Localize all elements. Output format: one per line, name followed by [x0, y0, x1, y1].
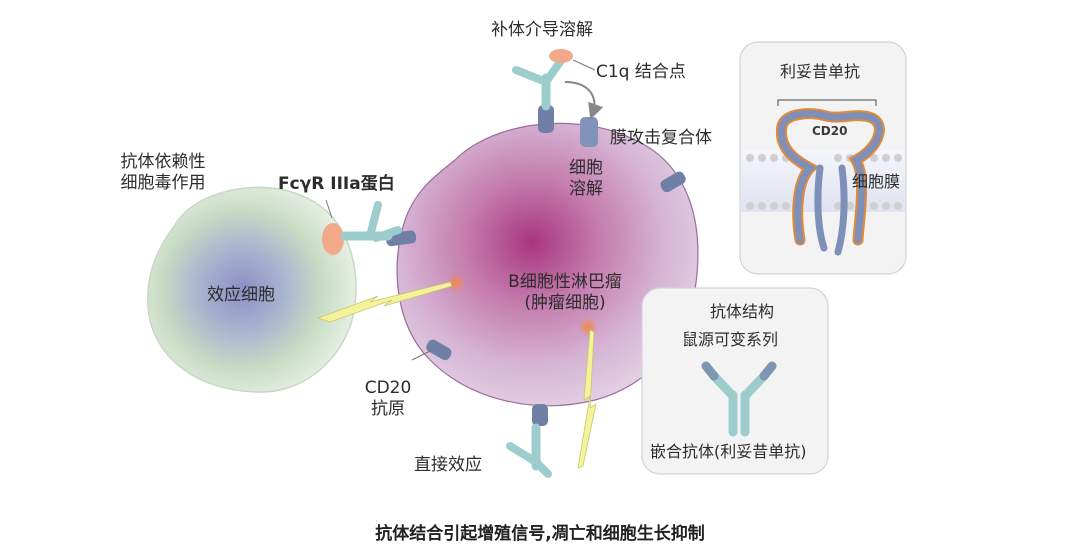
panel-rituximab-title: 利妥昔单抗	[780, 62, 861, 81]
panel-membrane-label: 细胞膜	[852, 172, 901, 191]
label-cd20-antigen: CD20 抗原	[362, 378, 414, 420]
fcyr-receptor	[322, 223, 344, 255]
arrow-icon	[564, 81, 604, 120]
label-tumor-cell: B细胞性淋巴瘤 (肿瘤细胞)	[490, 272, 640, 314]
label-adcc: 抗体依赖性 细胞毒作用	[100, 152, 226, 194]
membrane-attack-complex	[580, 117, 598, 147]
panel-structure-title: 抗体结构	[710, 302, 775, 321]
label-mac: 膜攻击复合体	[610, 128, 712, 148]
label-tumor-cell-line1: B细胞性淋巴瘤	[508, 272, 622, 292]
label-effector-cell: 效应细胞	[207, 285, 275, 305]
label-cell-lysis-line1: 细胞	[569, 158, 603, 178]
lightning-bolt-icon	[577, 329, 597, 469]
figure-caption: 抗体结合引起增殖信号,凋亡和细胞生长抑制	[375, 524, 705, 544]
signal-glow	[446, 273, 466, 293]
label-complement-lysis: 补体介导溶解	[491, 20, 593, 40]
effector-cell	[147, 186, 357, 393]
antibody-adcc	[340, 201, 402, 242]
cd20-antigen	[385, 105, 686, 426]
signal-glow	[578, 317, 598, 337]
label-adcc-line2: 细胞毒作用	[120, 173, 206, 193]
label-fcyr: FcγR IIIa蛋白	[278, 174, 395, 194]
antibody-top	[512, 58, 564, 111]
label-tumor-cell-line2: (肿瘤细胞)	[524, 293, 606, 313]
label-cd20-line2: 抗原	[371, 399, 405, 419]
label-cell-lysis: 细胞 溶解	[558, 158, 614, 200]
label-c1q-site: C1q 结合点	[596, 62, 686, 82]
lightning-bolt-icon	[316, 281, 453, 323]
panel-structure	[641, 287, 829, 475]
label-direct-effect: 直接效应	[414, 455, 482, 475]
panel-variable-label: 鼠源可变系列	[682, 330, 779, 349]
label-adcc-line1: 抗体依赖性	[120, 152, 206, 172]
panel-chimeric-label: 嵌合抗体(利妥昔单抗)	[650, 442, 807, 461]
antibody-direct	[506, 423, 552, 478]
label-cell-lysis-line2: 溶解	[569, 179, 603, 199]
tumor-cell	[396, 122, 699, 407]
panel-cd20-tag: CD20	[812, 124, 848, 138]
panel-rituximab	[739, 41, 907, 275]
label-cd20-line1: CD20	[364, 378, 412, 398]
c1q-icon	[549, 49, 573, 63]
